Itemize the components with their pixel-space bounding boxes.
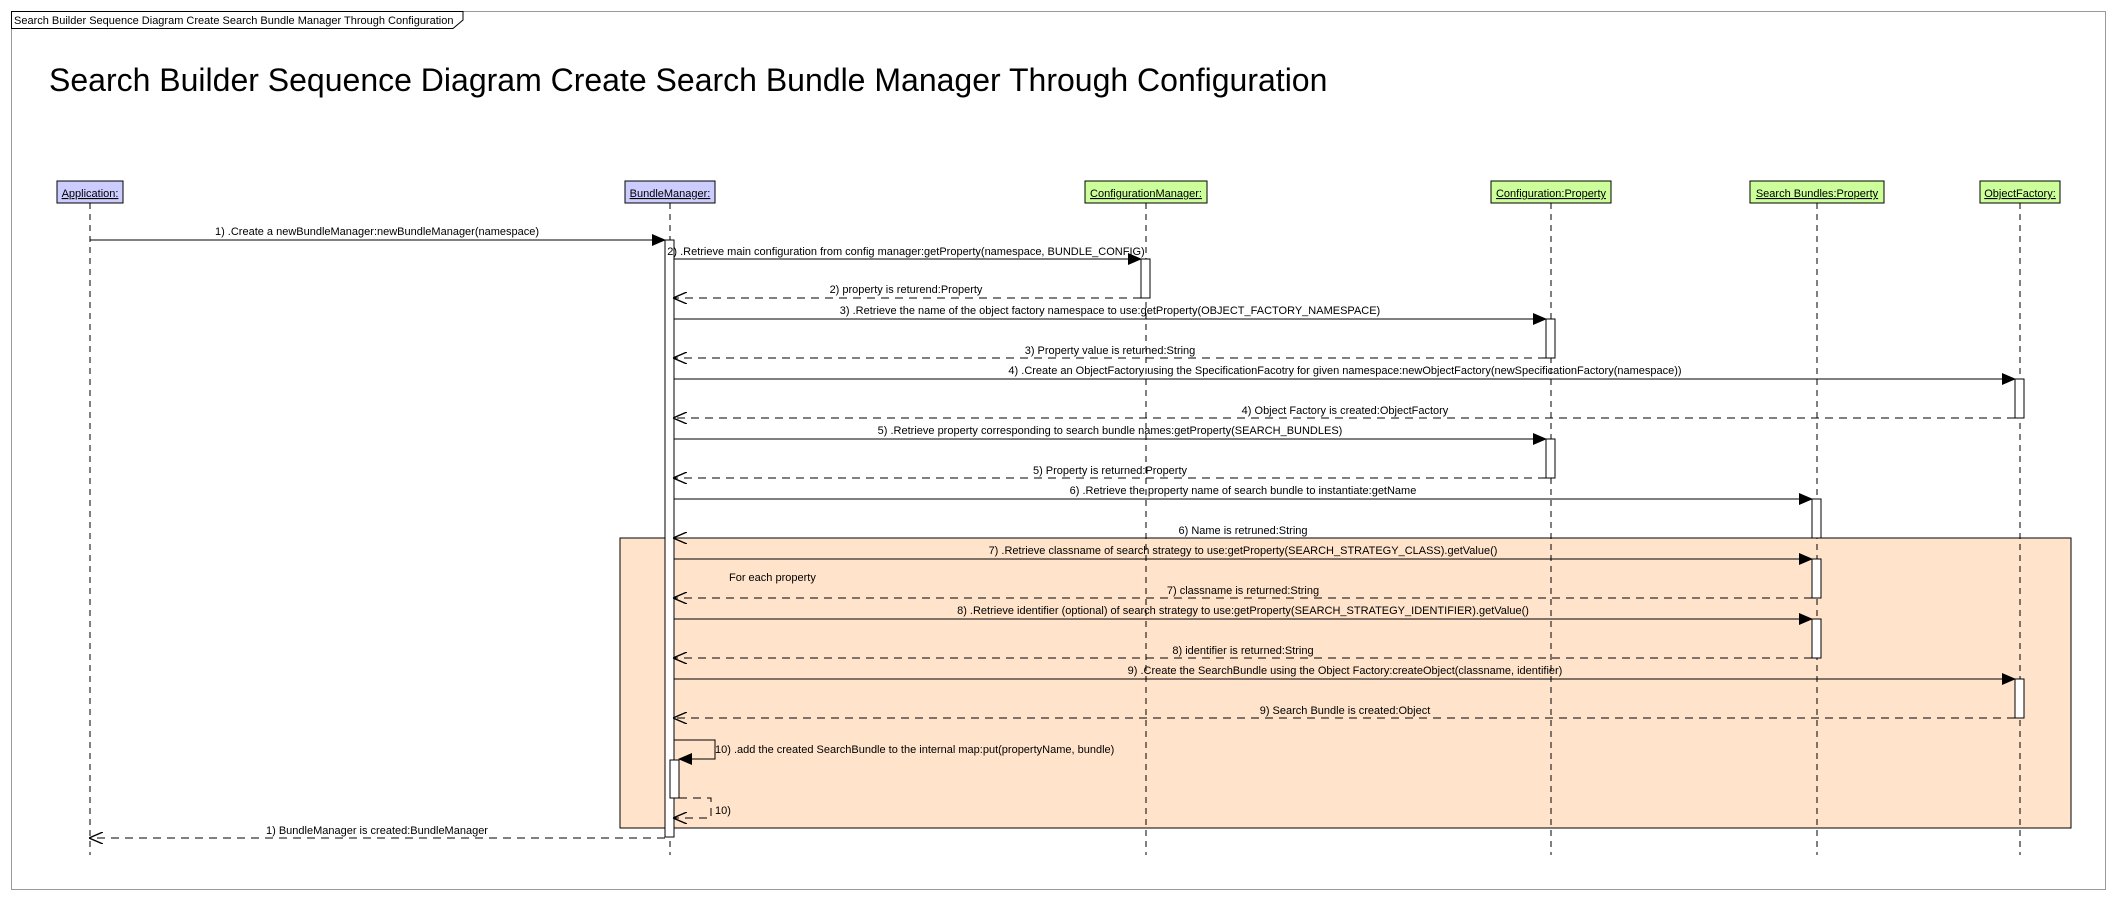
diagram-title: Search Builder Sequence Diagram Create S… [49, 62, 1327, 98]
lifeline-label: BundleManager: [630, 188, 711, 200]
activation-bar-search-bundles-property [1811, 558, 1822, 599]
message-5-call: 5) .Retrieve property corresponding to s… [674, 425, 1547, 445]
lifeline-configuration-property: Configuration:Property [1490, 180, 1612, 855]
activation-bar-object-factory [2014, 678, 2025, 719]
message-label: 4) .Create an ObjectFactory using the Sp… [1008, 365, 1681, 377]
message-1-return: 1) BundleManager is created:BundleManage… [90, 825, 665, 838]
activation-bar-configuration-property [1545, 438, 1556, 479]
loop-region [619, 537, 2072, 829]
message-8-call: 8) .Retrieve identifier (optional) of se… [674, 605, 1813, 625]
activation-bars [664, 239, 2025, 838]
message-label: 9) .Create the SearchBundle using the Ob… [1128, 665, 1563, 677]
lifeline-head [1979, 180, 2061, 204]
message-7-call: 7) .Retrieve classname of search strateg… [674, 545, 1813, 565]
activation-bar-search-bundles-property [1811, 498, 1822, 539]
loop-fragment: For each property [619, 537, 2072, 829]
activation-bar-configuration-property [1545, 318, 1556, 359]
message-label: 3) .Retrieve the name of the object fact… [840, 305, 1380, 317]
message-5-return: 5) Property is returned:Property [674, 465, 1546, 478]
activation-bar-object-factory [2014, 378, 2025, 419]
lifeline-application: Application: [56, 180, 124, 855]
activation-bar-bundle-manager-self [669, 759, 680, 799]
message-arrow [674, 739, 716, 765]
message-2-call: 2) .Retrieve main configuration from con… [667, 246, 1145, 265]
message-2-return: 2) property is returend:Property [674, 284, 1141, 298]
message-label: 9) Search Bundle is created:Object [1260, 705, 1431, 717]
message-1-call: 1) .Create a newBundleManager:newBundleM… [90, 226, 666, 246]
message-label: 6) .Retrieve the property name of search… [1070, 485, 1417, 497]
message-label: 6) Name is retruned:String [1179, 525, 1308, 537]
message-label: 7) classname is returned:String [1167, 585, 1319, 597]
frame-tab-label: Search Builder Sequence Diagram Create S… [14, 15, 453, 27]
lifeline-head [56, 180, 124, 204]
lifeline-head [1490, 180, 1612, 204]
lifeline-label: Configuration:Property [1496, 188, 1607, 200]
loop-note-label: For each property [729, 572, 816, 584]
lifeline-head [624, 180, 716, 204]
activation-bar-search-bundles-property [1811, 618, 1822, 659]
message-label: 5) Property is returned:Property [1033, 465, 1188, 477]
diagram-frame: Search Builder Sequence Diagram Create S… [11, 11, 2106, 890]
message-label: 8) identifier is returned:String [1172, 645, 1313, 657]
message-label: 10) [715, 805, 731, 817]
message-10-self-call: 10) .add the created SearchBundle to the… [674, 739, 1114, 765]
message-4-call: 4) .Create an ObjectFactory using the Sp… [674, 365, 2016, 385]
message-4-return: 4) Object Factory is created:ObjectFacto… [674, 405, 2015, 418]
frame-tab [11, 11, 464, 29]
message-7-return: 7) classname is returned:String [674, 585, 1812, 598]
message-label: 3) Property value is returned:String [1025, 345, 1196, 357]
message-9-return: 9) Search Bundle is created:Object [674, 705, 2015, 718]
message-label: 1) .Create a newBundleManager:newBundleM… [215, 226, 539, 238]
message-label: 7) .Retrieve classname of search strateg… [989, 545, 1498, 557]
message-label: 1) BundleManager is created:BundleManage… [266, 825, 488, 837]
activation-bar-bundle-manager [664, 239, 675, 838]
message-label: 4) Object Factory is created:ObjectFacto… [1242, 405, 1449, 417]
message-label: 2) .Retrieve main configuration from con… [667, 246, 1144, 258]
lifeline-head [1084, 180, 1208, 204]
lifeline-object-factory: ObjectFactory: [1979, 180, 2061, 855]
activation-bar-configuration-manager [1140, 258, 1151, 299]
message-6-return: 6) Name is retruned:String [674, 525, 1812, 538]
message-9-call: 9) .Create the SearchBundle using the Ob… [674, 665, 2016, 685]
lifeline-head [1749, 180, 1885, 204]
lifeline-label: ConfigurationManager: [1090, 188, 1202, 200]
message-label: 2) property is returend:Property [830, 284, 983, 296]
message-10-self-return: 10) [674, 797, 731, 818]
message-3-call: 3) .Retrieve the name of the object fact… [674, 305, 1547, 325]
message-label: 10) .add the created SearchBundle to the… [715, 744, 1114, 756]
lifeline-search-bundles-property: Search Bundles:Property [1749, 180, 1885, 855]
lifeline-configuration-manager: ConfigurationManager: [1084, 180, 1208, 855]
message-8-return: 8) identifier is returned:String [674, 645, 1812, 658]
messages: 1) .Create a newBundleManager:newBundleM… [90, 226, 2016, 838]
lifeline-label: Search Bundles:Property [1756, 188, 1879, 200]
message-3-return: 3) Property value is returned:String [674, 345, 1546, 358]
message-label: 5) .Retrieve property corresponding to s… [878, 425, 1343, 437]
frame-border [11, 11, 2106, 890]
lifeline-label: Application: [62, 188, 119, 200]
message-6-call: 6) .Retrieve the property name of search… [674, 485, 1813, 505]
message-label: 8) .Retrieve identifier (optional) of se… [957, 605, 1529, 617]
message-arrow [674, 797, 712, 818]
lifeline-label: ObjectFactory: [1984, 188, 2056, 200]
